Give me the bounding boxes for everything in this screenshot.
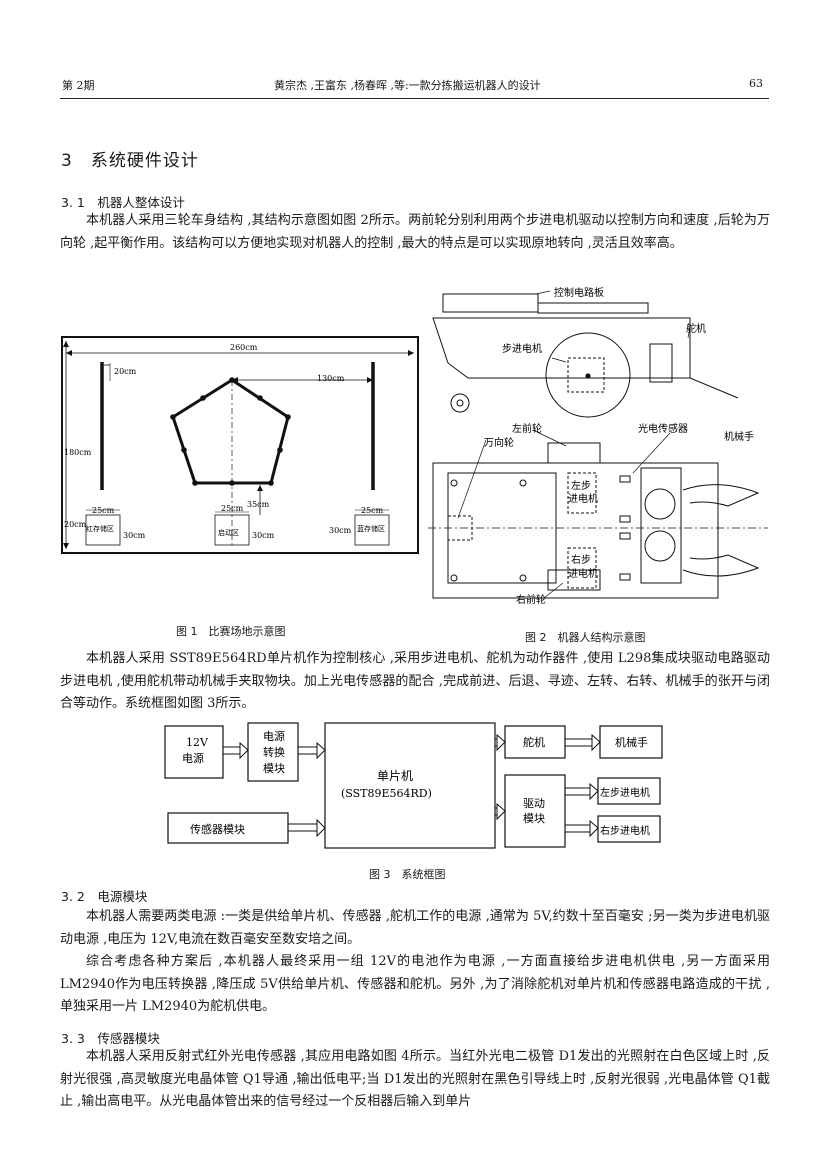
block-12v-power <box>164 725 224 779</box>
zone-red: 红存储区 <box>86 524 114 533</box>
label-servo-block: 舵机 <box>523 735 545 749</box>
label-20cm-left: 20cm <box>64 520 87 529</box>
label-130cm: 130cm <box>317 374 345 383</box>
journal-issue: 第 2期 <box>62 79 95 92</box>
figure-3-caption: 图 3 系统框图 <box>369 868 446 881</box>
label-caster-wheel: 万向轮 <box>484 436 514 449</box>
figure-2-caption: 图 2 机器人结构示意图 <box>525 631 646 644</box>
label-30cm-center: 30cm <box>252 531 275 540</box>
label-right-motor-1: 右步 <box>571 553 591 566</box>
zone-blue: 蓝存储区 <box>357 524 385 533</box>
label-driver-2: 模块 <box>523 812 545 825</box>
label-mcu: 单片机 <box>377 769 413 783</box>
block-right-stepper <box>597 815 661 843</box>
label-left-motor-2: 进电机 <box>568 492 598 505</box>
label-25cm-left: 25cm <box>92 506 115 515</box>
label-25cm-center: 25cm <box>221 504 244 513</box>
subsection-3-2-heading: 3. 2 电源模块 <box>61 889 148 904</box>
label-driver-1: 驱动 <box>523 797 545 810</box>
figure-3-block-diagram: 12V 电源 电源 转换 模块 单片机 (SST89E564RD) 传感器模块 … <box>164 722 663 849</box>
block-mcu <box>324 722 496 849</box>
paragraph-3-3: 本机器人采用反射式红外光电传感器 ,其应用电路如图 4所示。当红外光电二极管 D… <box>60 1049 770 1109</box>
label-photo-sensor: 光电传感器 <box>638 422 688 435</box>
block-sensor <box>167 812 289 844</box>
block-driver <box>504 774 566 848</box>
label-stepper-motor: 步进电机 <box>502 342 542 355</box>
label-conv-2: 转换 <box>263 745 285 759</box>
label-conv-1: 电源 <box>263 729 285 743</box>
label-power: 电源 <box>182 751 204 765</box>
figure-1-caption: 图 1 比赛场地示意图 <box>176 625 286 638</box>
label-control-board: 控制电路板 <box>554 286 604 299</box>
label-right-motor-2: 进电机 <box>568 567 598 580</box>
label-35cm: 35cm <box>247 500 270 509</box>
label-25cm-right: 25cm <box>361 506 384 515</box>
label-20cm-post: 20cm <box>114 367 137 376</box>
label-left-stepper: 左步进电机 <box>600 786 650 799</box>
label-manipulator: 机械手 <box>724 430 754 443</box>
label-260cm: 260cm <box>230 343 258 352</box>
zone-start: 启动区 <box>218 528 239 537</box>
label-12v: 12V <box>186 736 209 749</box>
label-30cm-right: 30cm <box>329 526 352 535</box>
running-title: 黄宗杰 ,王富东 ,杨春晖 ,等:一款分拣搬运机器人的设计 <box>274 79 541 92</box>
paragraph-system: 本机器人采用 SST89E564RD单片机作为控制核心 ,采用步进电机、舵机为动… <box>60 651 770 711</box>
label-30cm-left: 30cm <box>123 531 146 540</box>
header-rule <box>60 98 769 99</box>
label-sensor-module: 传感器模块 <box>190 823 245 836</box>
figure-1-field-diagram: 260cm 180cm 20cm 130cm 35cm 启动区 25cm 30c… <box>61 336 419 554</box>
label-left-motor-1: 左步 <box>571 479 591 492</box>
label-mcu-model: (SST89E564RD) <box>341 787 432 800</box>
figure-2-robot-structure: 控制电路板 舵机 步进电机 左前轮 光电传感器 机械手 万向轮 左步 进电机 右… <box>428 286 768 606</box>
block-power-converter <box>247 722 299 782</box>
label-conv-3: 模块 <box>263 762 285 775</box>
label-left-front-wheel: 左前轮 <box>512 422 542 435</box>
label-manipulator-block: 机械手 <box>615 735 648 749</box>
label-180cm: 180cm <box>64 448 92 457</box>
subsection-3-3-heading: 3. 3 传感器模块 <box>61 1031 160 1046</box>
label-servo: 舵机 <box>686 322 706 335</box>
paragraph-3-2: 本机器人需要两类电源 :一类是供给单片机、传感器 ,舵机工作的电源 ,通常为 5… <box>60 909 770 1014</box>
section-heading: 3 系统硬件设计 <box>61 151 199 171</box>
page-number: 63 <box>749 77 763 90</box>
label-right-front-wheel: 右前轮 <box>516 593 546 606</box>
label-right-stepper: 右步进电机 <box>600 824 650 837</box>
subsection-3-1-heading: 3. 1 机器人整体设计 <box>61 195 185 210</box>
paragraph-3-1: 本机器人采用三轮车身结构 ,其结构示意图如图 2所示。两前轮分别利用两个步进电机… <box>60 213 770 251</box>
